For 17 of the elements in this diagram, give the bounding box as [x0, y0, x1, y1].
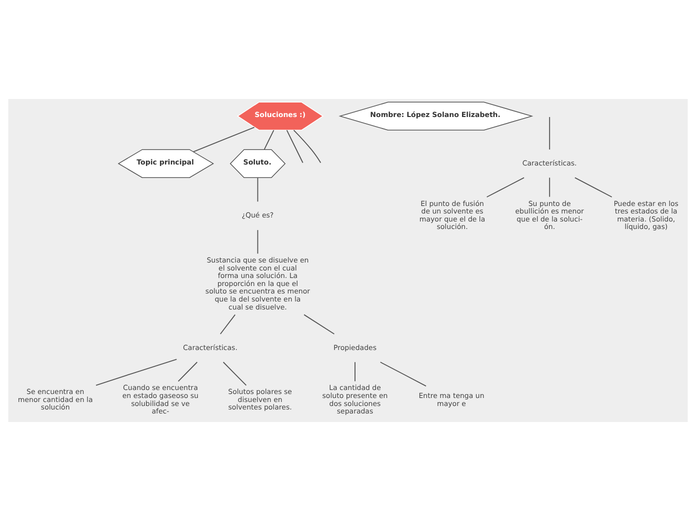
connector: [257, 229, 258, 254]
connector: [264, 129, 274, 150]
connector: [549, 116, 550, 150]
connector: [257, 176, 258, 202]
connector: [574, 176, 612, 197]
connector: [549, 176, 550, 197]
connector: [486, 176, 524, 197]
connector: [380, 361, 426, 386]
connector: [178, 361, 198, 382]
connector: [192, 126, 255, 152]
connector: [286, 129, 304, 163]
connector: [222, 361, 247, 386]
connector: [293, 129, 322, 163]
connector: [304, 314, 335, 334]
connector: [220, 314, 236, 334]
connector: [96, 358, 178, 386]
connector: [354, 361, 356, 382]
